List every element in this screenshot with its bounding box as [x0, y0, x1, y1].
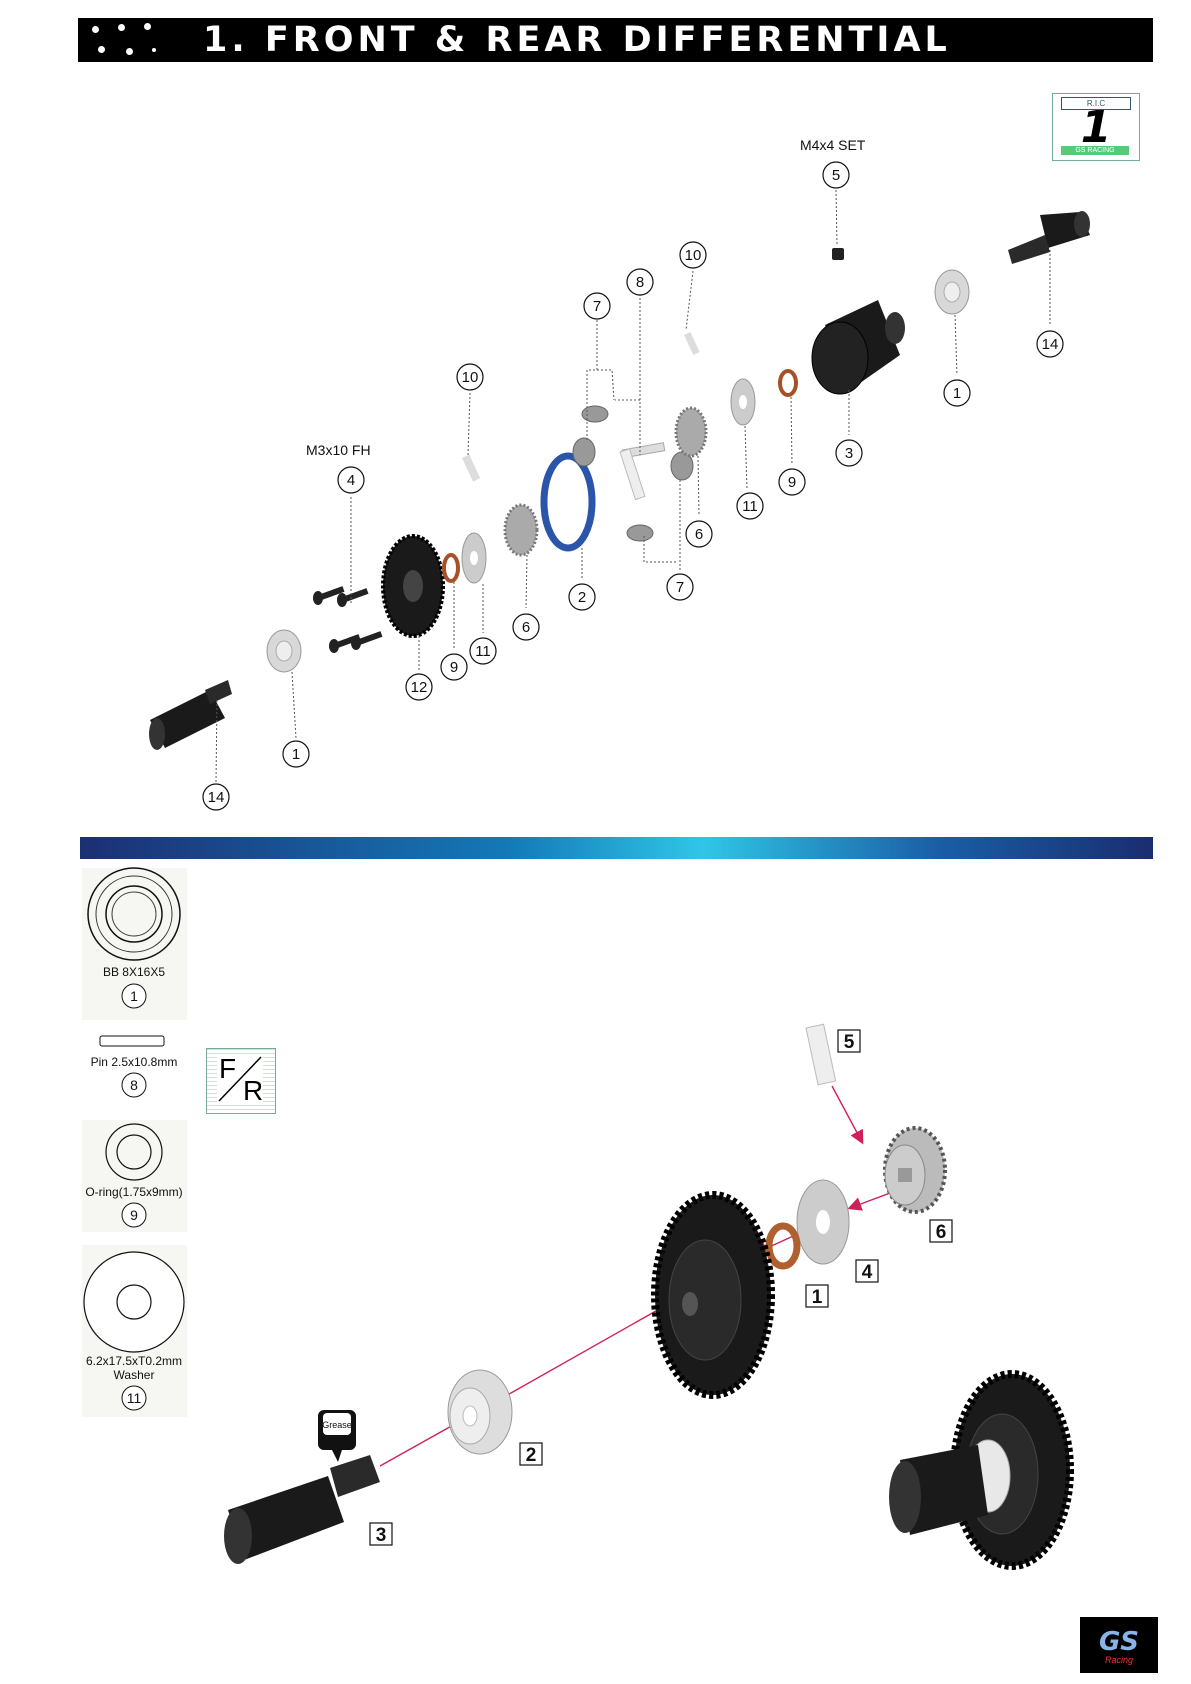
- callout-number: 9: [788, 474, 796, 491]
- outdrive-right: [1008, 211, 1090, 264]
- screws: [313, 586, 382, 653]
- callout-number: 2: [578, 589, 586, 606]
- washer-left: [462, 533, 486, 583]
- o-ring-left: [444, 555, 458, 581]
- screw-label: M3x10 FH: [306, 442, 371, 458]
- bevel-gear-left: [505, 505, 537, 555]
- callout-number: 5: [832, 167, 840, 184]
- washer-right: [731, 379, 755, 425]
- grease-icon: [318, 1410, 356, 1462]
- step-number: 4: [862, 1262, 873, 1283]
- o-ring-right: [780, 371, 796, 395]
- set-screw-label: M4x4 SET: [800, 137, 866, 153]
- callout-number: 14: [208, 789, 225, 806]
- assembled-result: [889, 1374, 1070, 1566]
- callout-number: 7: [593, 298, 601, 315]
- parts-list: BB 8X16X5 1 Pin 2.5x10.8mm 8 O-ring(1.75…: [82, 868, 187, 1417]
- grease-label: Grease: [322, 1420, 352, 1430]
- callout-number: 11: [475, 643, 491, 660]
- assembly-pin: [806, 1024, 836, 1084]
- bearing-left: [267, 630, 301, 672]
- callout-number: 7: [676, 579, 684, 596]
- diff-case: [812, 300, 905, 394]
- callout-number: 1: [292, 746, 300, 763]
- step-number: 1: [812, 1287, 823, 1308]
- assembly-bearing: [448, 1370, 512, 1454]
- assembly-washer: [797, 1180, 849, 1264]
- gasket: [544, 456, 592, 548]
- step-number: 3: [376, 1525, 387, 1546]
- callout-number: 11: [742, 498, 758, 515]
- callout-number: 14: [1042, 336, 1059, 353]
- callout-number: 9: [450, 659, 458, 676]
- part-label: Pin 2.5x10.8mm: [91, 1055, 178, 1069]
- callout-number: 10: [685, 247, 702, 264]
- step-number: 5: [844, 1032, 855, 1053]
- callout-number: 8: [636, 274, 644, 291]
- pin-left: [462, 455, 480, 482]
- assembly-ring-gear: [655, 1195, 771, 1395]
- step-number: 2: [526, 1445, 537, 1466]
- ring-gear: [383, 536, 443, 636]
- callout-number: 6: [522, 619, 530, 636]
- part-number: 11: [127, 1390, 142, 1406]
- assembly-bevel-gear: [885, 1128, 945, 1212]
- assembly-outdrive: [224, 1455, 380, 1564]
- bearing-right: [935, 270, 969, 314]
- part-label: BB 8X16X5: [103, 965, 165, 979]
- callout-number: 3: [845, 445, 853, 462]
- part-label-2: Washer: [114, 1368, 155, 1382]
- callout-number: 4: [347, 472, 355, 489]
- pin-shaft: [620, 449, 645, 500]
- part-number: 8: [130, 1077, 138, 1093]
- assembly-o-ring: [769, 1226, 797, 1266]
- callout-number: 6: [695, 526, 703, 543]
- bevel-gear-right: [676, 408, 706, 456]
- set-screw: [832, 248, 844, 260]
- pin-right: [684, 332, 700, 355]
- part-label: 6.2x17.5xT0.2mm: [86, 1354, 182, 1368]
- part-number: 9: [130, 1207, 138, 1223]
- step-number: 6: [936, 1222, 947, 1243]
- callout-number: 12: [411, 679, 428, 696]
- callout-number: 1: [953, 385, 961, 402]
- callout-number: 10: [462, 369, 479, 386]
- outdrive-left: [149, 680, 232, 750]
- part-number: 1: [130, 988, 138, 1004]
- part-label: O-ring(1.75x9mm): [85, 1185, 182, 1199]
